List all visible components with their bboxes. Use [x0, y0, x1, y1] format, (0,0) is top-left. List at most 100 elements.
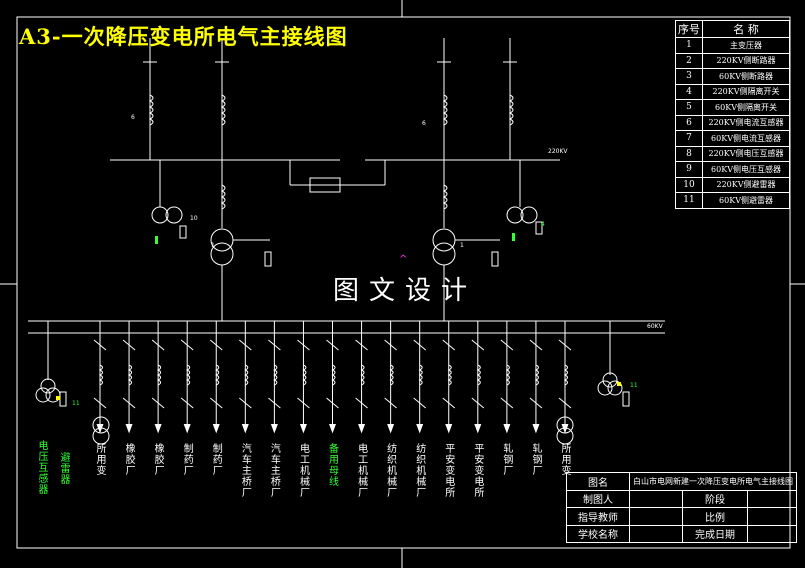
feeder-label: 电工机械厂: [355, 443, 367, 498]
feeder-bay: [355, 321, 368, 434]
part-index: 10: [675, 176, 703, 193]
feeder-bay: [442, 321, 456, 434]
feeder-label: 纺织机械厂: [384, 443, 396, 498]
part-index: 11: [675, 192, 703, 209]
tb-date-label: 完成日期: [682, 524, 748, 543]
part-index: 2: [675, 52, 703, 69]
incoming-bay-4: [503, 38, 517, 160]
feeder-label: 所用变: [94, 443, 105, 476]
watermark-text: 图文设计: [333, 276, 478, 306]
feeder-label: 橡胶厂: [152, 443, 164, 476]
feeder-group: [93, 321, 572, 434]
tb-drawing-name-label: 图名: [566, 472, 630, 491]
drawing-frame: [16, 16, 791, 549]
callout-11-right: 11: [630, 382, 638, 389]
part-name: 60KV侧隔离开关: [702, 99, 790, 116]
feeder-bay: [93, 321, 107, 434]
hv-bus-tie: [289, 160, 386, 193]
feeder-label: 电工机械厂: [297, 443, 309, 498]
feeder-label: 平安变电所: [471, 443, 483, 498]
feeder-bay: [500, 321, 514, 434]
incoming-bay-3: [437, 38, 451, 160]
tb-advisor-label: 指导教师: [566, 507, 630, 526]
feeder-bay: [151, 321, 165, 434]
part-index: 3: [675, 68, 703, 85]
parts-table-header: 序号名 称: [675, 20, 790, 38]
lv-pt-bay-right: [597, 321, 630, 407]
incoming-bay-1: [143, 38, 157, 160]
feeder-label: 备用母线: [326, 443, 338, 487]
transformer-bay-2: [432, 160, 543, 321]
feeder-bay: [384, 321, 397, 434]
tb-school-label: 学校名称: [566, 524, 630, 543]
tb-drawing-name: 白山市电网新建一次降压变电所电气主接线图: [629, 472, 797, 491]
feeder-bay: [209, 321, 223, 434]
incoming-bay-2: [215, 38, 229, 160]
part-index: 8: [675, 145, 703, 162]
part-name: 220KV侧避雷器: [702, 176, 790, 193]
feeder-label: 橡胶厂: [123, 443, 135, 476]
left-label-pt: 电压互感器: [36, 440, 47, 495]
drawing-title: A3-一次降压变电所电气主接线图: [19, 24, 348, 49]
feeder-bay: [326, 321, 339, 434]
part-name: 60KV侧电流互感器: [702, 130, 790, 147]
feeder-bay: [122, 321, 136, 434]
part-index: 5: [675, 99, 703, 116]
accent-marks: ^: [56, 233, 621, 400]
lv-bus-label: 60KV: [647, 323, 663, 330]
station-service-transformer-left: [92, 416, 110, 434]
callout-11-left: 11: [72, 400, 80, 407]
feeder-bay: [180, 321, 194, 434]
feeder-bay: [413, 321, 427, 434]
callout-6-left: 6: [131, 114, 135, 121]
part-name: 60KV侧避雷器: [702, 192, 790, 209]
callout-6-right: 6: [422, 120, 426, 127]
part-name: 60KV侧断路器: [702, 68, 790, 85]
callout-10-left: 10: [190, 215, 198, 222]
feeder-label: 制药厂: [181, 443, 193, 476]
tb-scale-label: 比例: [682, 507, 748, 526]
feeder-label: 轧钢厂: [529, 443, 541, 476]
lv-pt-bay-left: [35, 321, 67, 407]
feeder-label: 纺织机械厂: [413, 443, 425, 498]
feeder-bay: [297, 321, 310, 434]
feeder-label: 汽车主桥厂: [268, 443, 280, 498]
feeder-bay: [471, 321, 485, 434]
feeder-bay: [238, 321, 252, 434]
part-index: 6: [675, 114, 703, 131]
title-block: 图名 白山市电网新建一次降压变电所电气主接线图 制图人 阶段 指导教师 比例 学…: [566, 472, 797, 543]
part-name: 220KV侧电流互感器: [702, 114, 790, 131]
callout-1-left: 1: [211, 242, 215, 249]
part-index: 7: [675, 130, 703, 147]
part-name: 220KV侧断路器: [702, 52, 790, 69]
feeder-label: 轧钢厂: [500, 443, 512, 476]
header-index: 序号: [675, 20, 703, 38]
feeder-bay: [529, 321, 543, 434]
feeder-label: 汽车主桥厂: [239, 443, 251, 498]
feeder-label: 所用变: [559, 443, 570, 476]
transformer-bay-1: [151, 160, 272, 321]
part-index: 4: [675, 83, 703, 100]
callout-4-right: 4: [541, 221, 545, 228]
callout-1-right: 1: [460, 242, 464, 249]
feeder-label: 制药厂: [210, 443, 222, 476]
tb-drawn-by-label: 制图人: [566, 489, 630, 508]
part-index: 1: [675, 37, 703, 54]
part-name: 220KV侧电压互感器: [702, 145, 790, 162]
part-name: 220KV侧隔离开关: [702, 83, 790, 100]
feeder-label: 平安变电所: [442, 443, 454, 498]
tb-stage-label: 阶段: [682, 489, 748, 508]
header-name: 名 称: [702, 20, 790, 38]
